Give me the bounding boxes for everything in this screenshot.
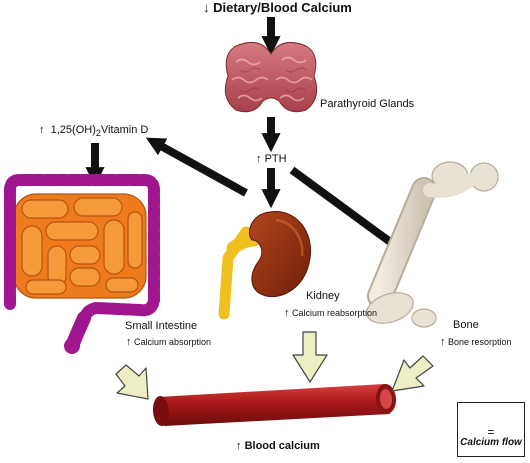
bone-illustration [366,161,499,328]
bone-label: Bone [453,319,479,331]
up-arrow-glyph: ↑ [39,124,45,136]
kidney-effect: ↑ Calcium reabsorption [284,307,378,319]
up-arrow-glyph: ↑ [126,336,132,348]
small-intestine-illustration [4,174,160,354]
arrow-pth-to-bone [289,166,407,255]
up-arrow-glyph: ↑ [284,307,290,319]
kidney-label: Kidney [306,290,340,302]
legend-equals: = [487,425,495,439]
flow-arrow-intestine-to-blood [115,364,149,400]
flow-arrow-kidney-to-blood [292,331,328,383]
blood-calcium-label: ↑ Blood calcium [236,440,320,452]
arrow-kidney-to-vitamin-d [145,137,248,197]
parathyroid-glands-illustration [224,41,318,113]
up-arrow-glyph: ↑ [440,336,446,348]
small-intestine-effect: ↑ Calcium absorption [126,336,212,348]
up-arrow-glyph: ↑ [236,440,242,452]
flow-arrow-bone-to-blood [391,355,434,392]
kidney-illustration [218,211,312,320]
small-intestine-label: Small Intestine [125,320,198,332]
down-arrow-glyph: ↓ [203,0,210,15]
up-arrow-glyph: ↑ [256,153,262,165]
vitamin-d-label: ↑ 1,25(OH)2Vitamin D [39,124,149,138]
pth-label: ↑ PTH [256,153,287,165]
bone-effect: ↑ Bone resorption [440,336,512,348]
dietary-calcium-label: ↓ Dietary/Blood Calcium [203,0,352,15]
blood-vessel-illustration [152,384,397,426]
parathyroid-label: Parathyroid Glands [320,98,415,110]
legend-label: Calcium flow [460,437,522,448]
legend-box: = Calcium flow [457,402,525,457]
